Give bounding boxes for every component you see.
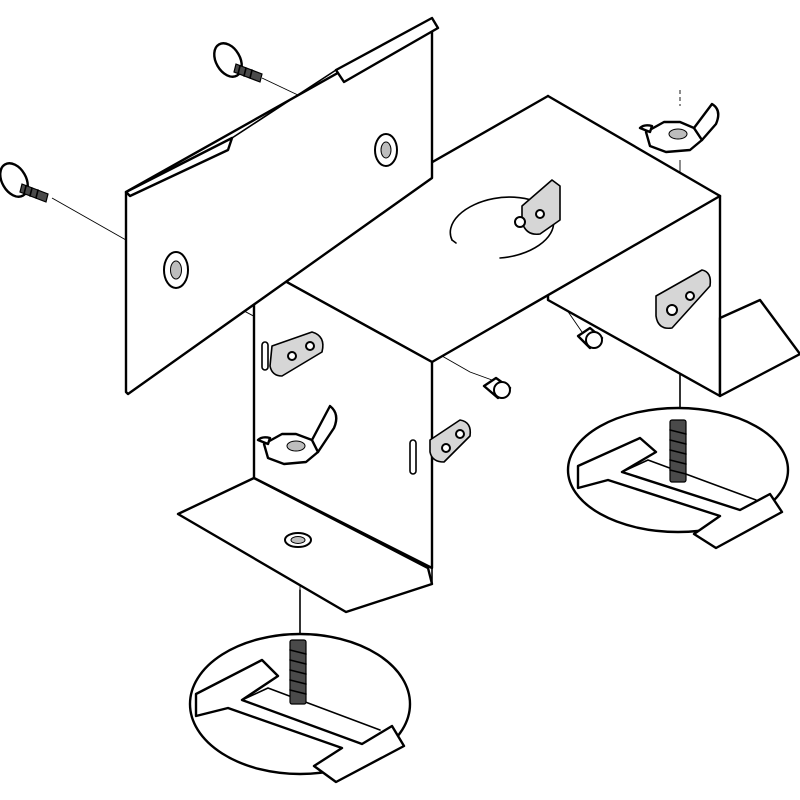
cover-plate	[124, 16, 440, 396]
ground-tab	[269, 331, 324, 377]
support-clip-detail	[188, 632, 412, 784]
support-clip-detail	[566, 406, 790, 550]
plug	[576, 326, 604, 350]
wing-nut	[638, 102, 720, 154]
countersunk-screw	[213, 42, 263, 83]
countersunk-screw	[0, 162, 49, 203]
plug	[482, 376, 512, 400]
ground-tab	[655, 269, 712, 330]
ground-tab	[514, 179, 561, 236]
wing-nut	[256, 404, 338, 466]
ground-tab	[429, 419, 472, 463]
bracket-right-foot	[718, 298, 800, 398]
